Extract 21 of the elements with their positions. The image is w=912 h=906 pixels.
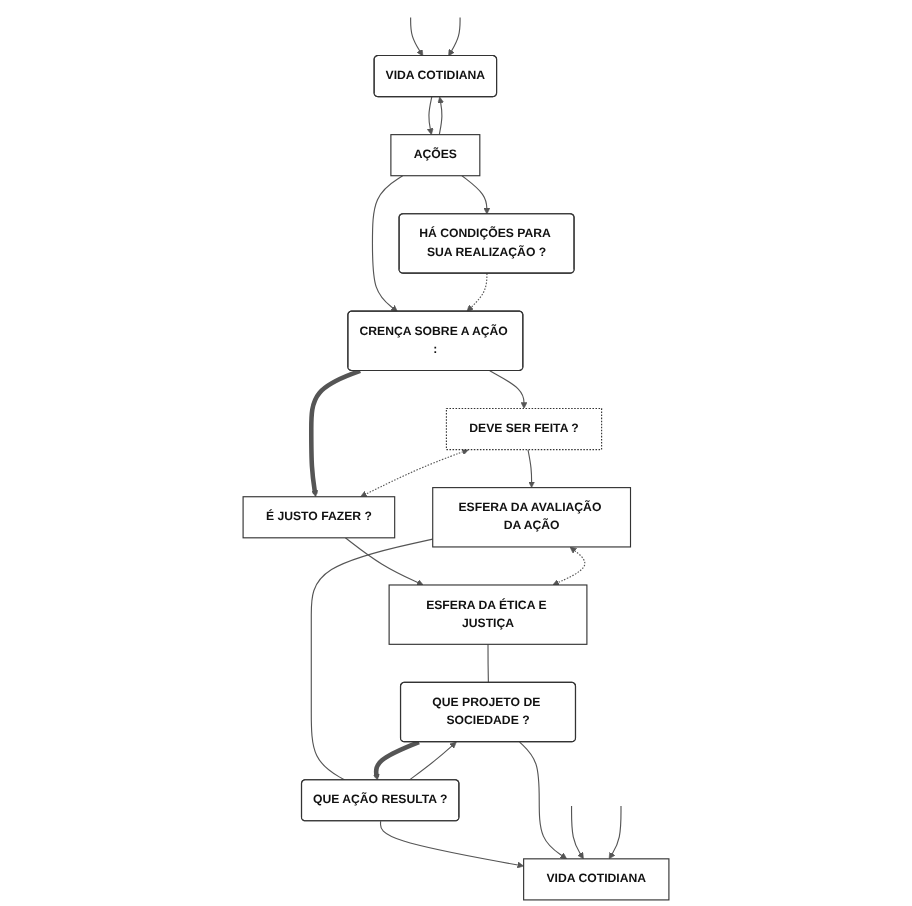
arrow: [527, 449, 535, 488]
arrow: [408, 741, 457, 781]
connector: [310, 538, 434, 781]
arrow: [410, 16, 424, 57]
arrow: [426, 96, 434, 135]
arrow: [309, 368, 361, 498]
arrow: [360, 448, 469, 498]
arrow: [466, 272, 488, 312]
arrow: [371, 175, 404, 312]
arrow: [608, 805, 622, 860]
arrow: [344, 537, 424, 586]
arrow: [448, 16, 461, 57]
arrow: [373, 739, 420, 781]
arrow: [570, 805, 584, 860]
connector: [487, 643, 489, 684]
arrow: [489, 370, 528, 409]
arrow: [437, 96, 445, 136]
arrow: [379, 820, 524, 869]
arrow: [552, 546, 586, 586]
arrow: [519, 741, 567, 860]
arrow: [461, 175, 491, 215]
